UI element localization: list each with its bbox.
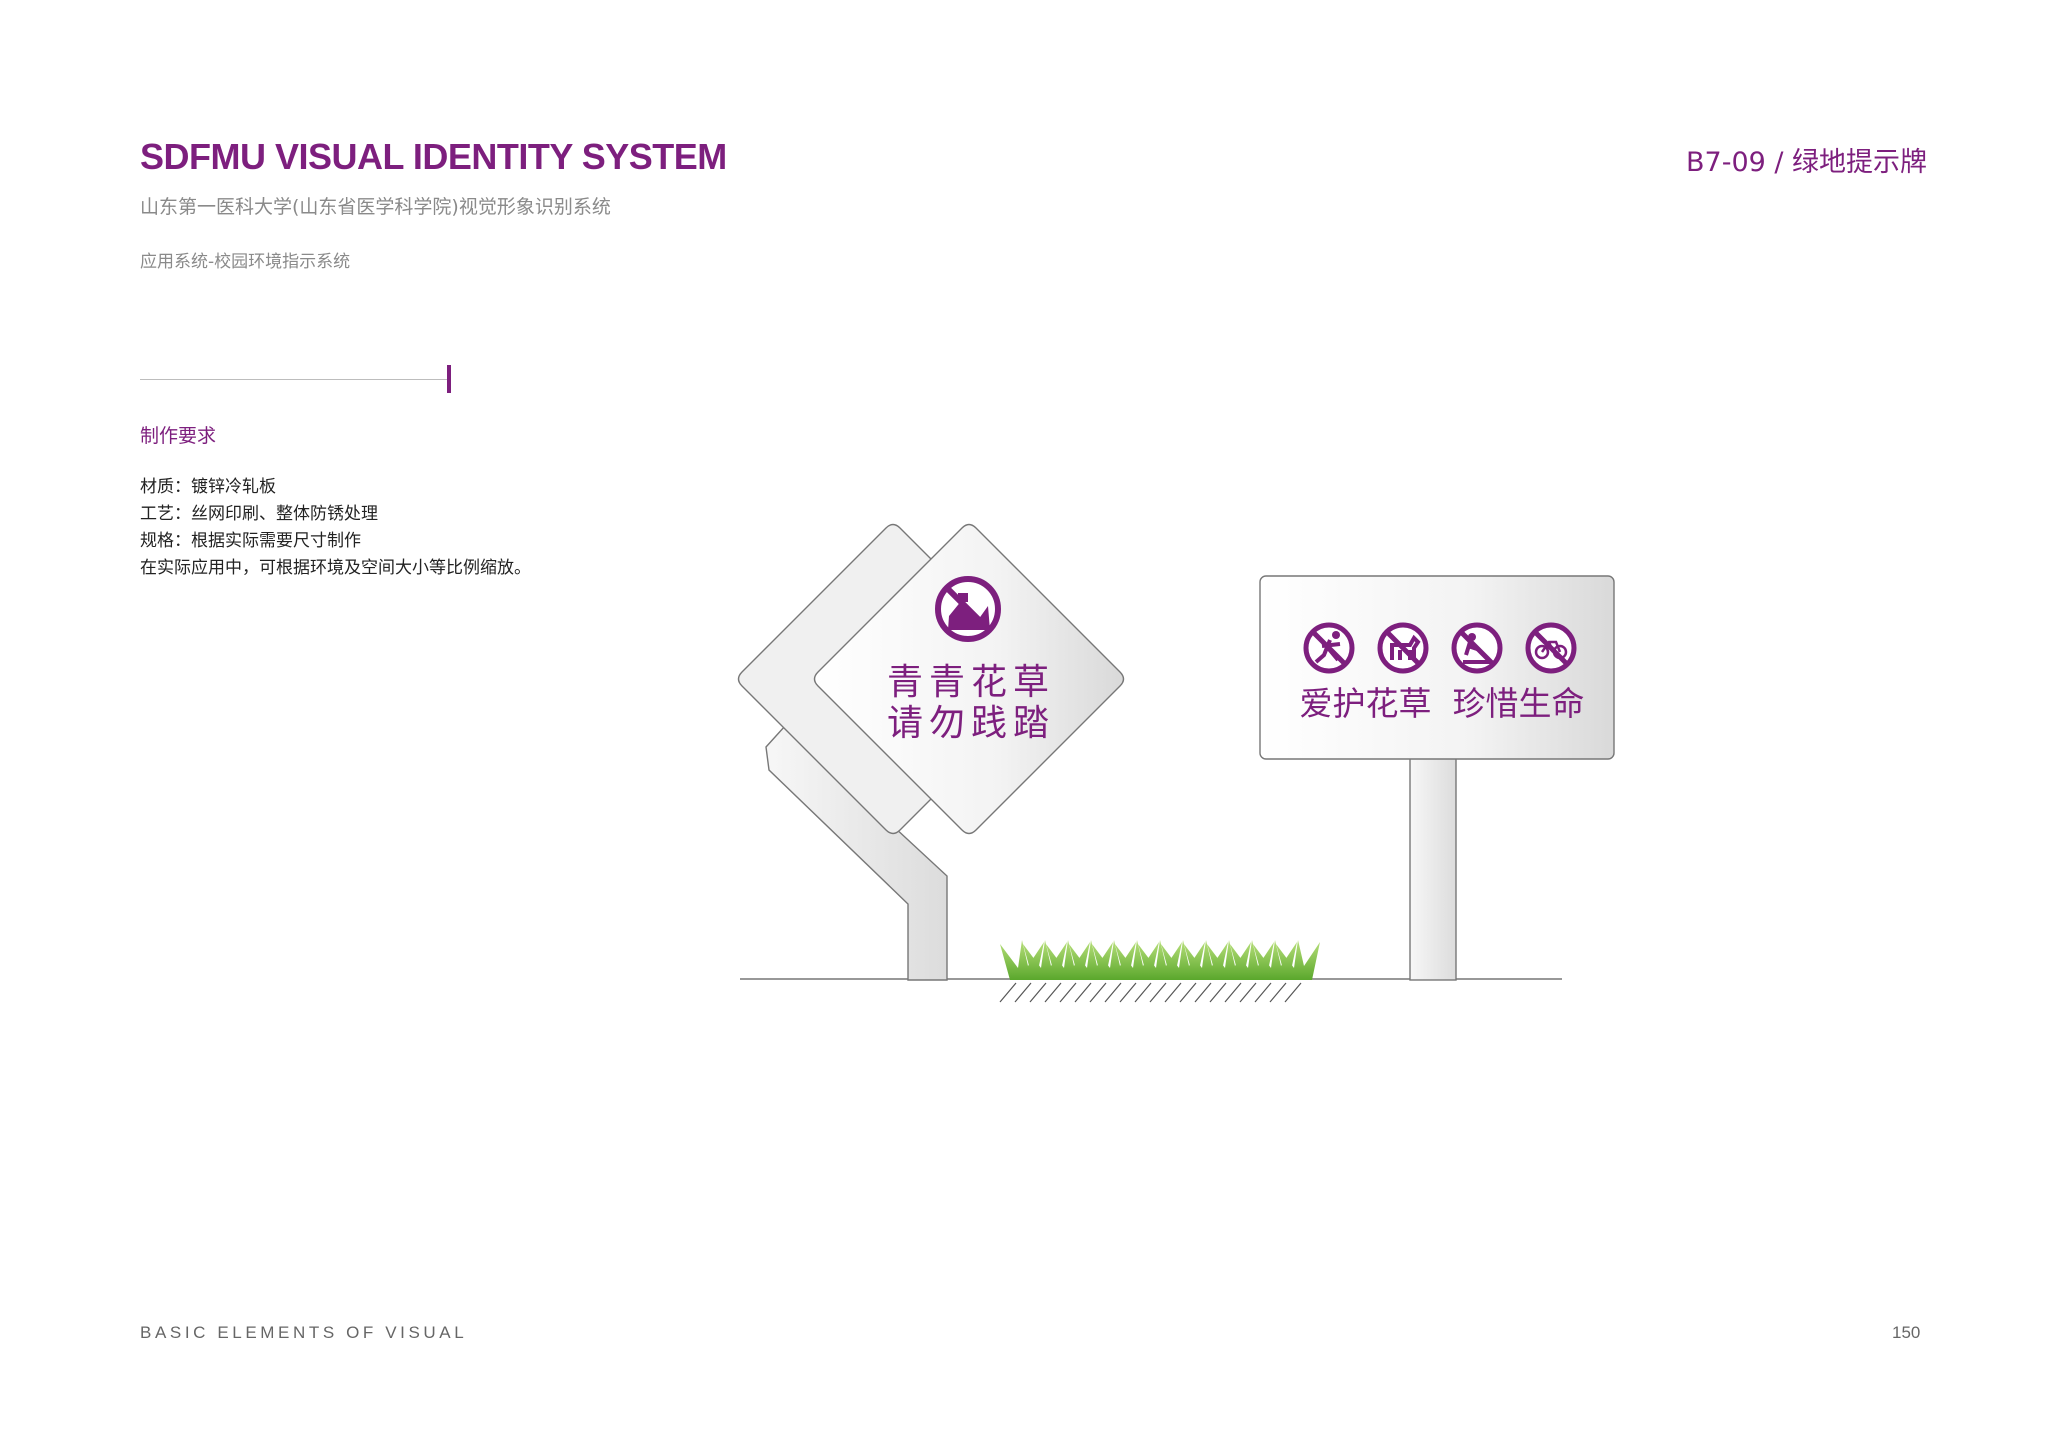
requirement-material: 材质：镀锌冷轧板 [140, 477, 276, 497]
hatch-line [1014, 982, 1032, 1003]
requirements-heading: 制作要求 [140, 425, 217, 447]
diamond-text-line1: 青青花草 [887, 662, 1055, 703]
hatch-line [1179, 982, 1197, 1003]
front-panel [813, 523, 1125, 835]
rect-sign-post [1409, 756, 1457, 981]
page-number: 150 [1892, 1323, 1921, 1342]
no-trampling-grass-icon [935, 576, 1001, 642]
no-trampling-icon [1303, 622, 1355, 674]
diamond-sign: 青青花草 请勿践踏 [737, 523, 1125, 981]
ground-hatch [999, 982, 1302, 1003]
page-code: B7-09 / 绿地提示牌 [1686, 147, 1928, 178]
subtitle: 山东第一医科大学(山东省医学科学院)视觉形象识别系统 [140, 196, 611, 218]
hatch-line [1149, 982, 1167, 1003]
grass-blade [1276, 940, 1320, 980]
section-label: 应用系统-校园环境指示系统 [140, 252, 351, 272]
hatch-line [1044, 982, 1062, 1003]
page-title: SDFMU VISUAL IDENTITY SYSTEM [140, 136, 727, 177]
no-dogs-icon [1377, 622, 1429, 674]
hatch-line [1119, 982, 1137, 1003]
rect-sign: 爱护花草 珍惜生命 [1259, 575, 1615, 981]
hatch-line [1209, 982, 1227, 1003]
hatch-line [1284, 982, 1302, 1003]
hatch-line [1194, 982, 1212, 1003]
requirement-process: 工艺：丝网印刷、整体防锈处理 [140, 504, 378, 524]
hatch-line [1224, 982, 1242, 1003]
divider-mark [447, 365, 451, 393]
hatch-line [1269, 982, 1287, 1003]
divider-line [140, 379, 450, 380]
no-picking-icon [1451, 622, 1503, 674]
rect-sign-text: 爱护花草 珍惜生命 [1300, 684, 1585, 723]
requirement-spec: 规格：根据实际需要尺寸制作 [140, 531, 361, 551]
diamond-text-line2: 请勿践踏 [887, 703, 1055, 744]
hatch-line [1089, 982, 1107, 1003]
hatch-line [1059, 982, 1077, 1003]
no-bicycles-icon [1525, 622, 1577, 674]
footer-label: BASIC ELEMENTS OF VISUAL [140, 1323, 468, 1342]
hatch-line [999, 982, 1017, 1003]
hatch-line [1254, 982, 1272, 1003]
hatch-line [1164, 982, 1182, 1003]
hatch-line [1134, 982, 1152, 1003]
grass-patch [1000, 940, 1320, 980]
requirement-note: 在实际应用中，可根据环境及空间大小等比例缩放。 [140, 558, 531, 578]
hatch-line [1074, 982, 1092, 1003]
hatch-line [1104, 982, 1122, 1003]
hatch-line [1239, 982, 1257, 1003]
requirements-list: 材质：镀锌冷轧板 工艺：丝网印刷、整体防锈处理 规格：根据实际需要尺寸制作 在实… [140, 474, 531, 582]
hatch-line [1029, 982, 1047, 1003]
rect-sign-panel [1259, 575, 1615, 760]
